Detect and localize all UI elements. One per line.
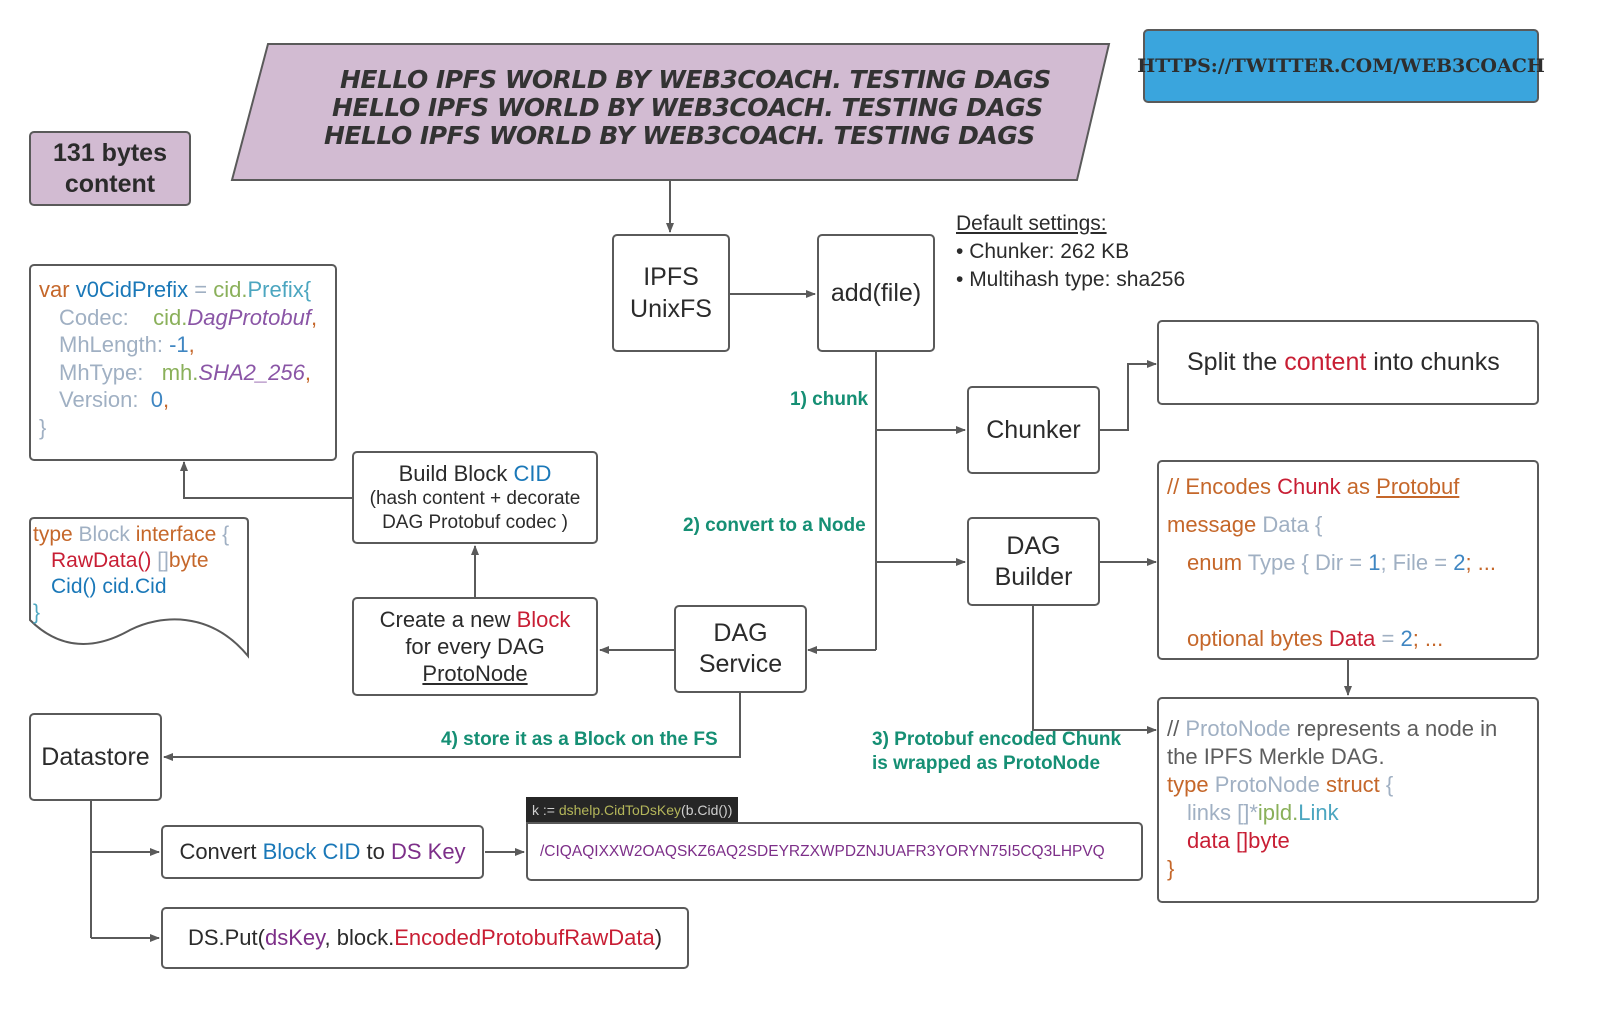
code-line: // ProtoNode represents a node in — [1167, 716, 1498, 741]
node-create-block[interactable]: Create a new Block for every DAG ProtoNo… — [352, 597, 598, 696]
step-label-3: 3) Protobuf encoded Chunk is wrapped as … — [872, 729, 1122, 774]
node-dag-service[interactable]: DAG Service — [674, 605, 807, 693]
banner-line: HELLO IPFS WORLD BY WEB3COACH. TESTING D… — [340, 65, 1051, 94]
ds-key-value: /CIQAQIXXW2OAQSKZ6AQ2SDEYRZXWPDZNJUAFR3Y… — [526, 822, 1143, 881]
code-line: MhLength: -1, — [59, 332, 195, 357]
arrow-chunker-to-split — [1100, 360, 1157, 431]
node-chunker[interactable]: Chunker — [967, 386, 1100, 474]
code-line: links []*ipld.Link — [1187, 800, 1339, 825]
node-label: ProtoNode — [422, 661, 528, 686]
node-label: (hash content + decorate — [369, 488, 581, 509]
twitter-link-label: HTTPS://TWITTER.COM/WEB3COACH — [1137, 55, 1545, 77]
default-settings-title: Default settings: — [956, 212, 1107, 235]
node-label: DAG Protobuf codec ) — [382, 512, 568, 533]
node-label: Convert Block CID to DS Key — [179, 839, 466, 864]
size-badge-line2: content — [64, 169, 156, 198]
code-line: enum Type { Dir = 1; File = 2; ... — [1187, 550, 1497, 575]
twitter-link[interactable]: HTTPS://TWITTER.COM/WEB3COACH — [1137, 29, 1545, 103]
node-label: Service — [698, 650, 783, 678]
node-label: Create a new Block — [379, 607, 571, 632]
code-line: Version: 0, — [59, 387, 170, 412]
banner-shape — [230, 43, 1111, 181]
ds-key-text: /CIQAQIXXW2OAQSKZ6AQ2SDEYRZXWPDZNJUAFR3Y… — [540, 842, 1105, 860]
code-line: Cid() cid.Cid — [51, 575, 167, 598]
node-label: add(file) — [830, 278, 922, 307]
node-label: Build Block CID — [398, 461, 552, 486]
code-line: message Data { — [1167, 512, 1323, 537]
banner: HELLO IPFS WORLD BY WEB3COACH. TESTING D… — [300, 66, 1060, 150]
code-cid-prefix: var v0CidPrefix = cid.Prefix{ Codec: cid… — [29, 264, 337, 461]
step-label-2: 2) convert to a Node — [683, 515, 866, 536]
code-block-interface: type Block interface { RawData() []byte … — [33, 522, 229, 626]
default-settings-item: • Chunker: 262 KB — [956, 240, 1130, 263]
default-settings: Default settings: • Chunker: 262 KB • Mu… — [956, 210, 1185, 294]
step-label-1: 1) chunk — [790, 389, 869, 410]
node-build-block-cid[interactable]: Build Block CID (hash content + decorate… — [352, 451, 598, 544]
code-line: // Encodes Chunk as Protobuf — [1167, 474, 1460, 499]
arrow-service-to-datastore — [163, 693, 741, 761]
code-line: } — [33, 601, 41, 624]
ds-key-code-tab: k := dshelp.CidToDsKey(b.Cid()) — [526, 797, 739, 823]
node-dag-builder[interactable]: DAG Builder — [967, 517, 1100, 606]
node-label: IPFS — [643, 263, 699, 291]
block-doc-shape — [29, 517, 249, 659]
arrow-builder-to-protonode — [1032, 606, 1157, 734]
node-label: DAG — [1006, 531, 1061, 560]
banner-line: HELLO IPFS WORLD BY WEB3COACH. TESTING D… — [332, 93, 1043, 122]
node-ds-put[interactable]: DS.Put(dsKey, block.EncodedProtobufRawDa… — [161, 907, 689, 969]
node-label: UnixFS — [630, 295, 712, 323]
arrow-build-to-prefix — [180, 461, 352, 499]
size-badge-line1: 131 bytes — [53, 138, 167, 167]
node-label: Chunker — [986, 415, 1081, 444]
node-label: Datastore — [41, 742, 150, 771]
node-label: DS.Put(dsKey, block.EncodedProtobufRawDa… — [187, 925, 663, 950]
code-line: data []byte — [1187, 828, 1290, 853]
node-split-content[interactable]: Split the content into chunks — [1157, 320, 1539, 405]
node-ipfs-unixfs[interactable]: IPFS UnixFS — [612, 234, 730, 352]
code-line: optional bytes Data = 2; ... — [1187, 626, 1444, 651]
code-line: the IPFS Merkle DAG. — [1167, 744, 1385, 769]
code-protonode: // ProtoNode represents a node in the IP… — [1157, 697, 1539, 903]
node-label: Split the content into chunks — [1187, 348, 1500, 376]
node-convert-cid[interactable]: Convert Block CID to DS Key — [161, 825, 484, 879]
size-badge: 131 bytes content — [29, 131, 191, 206]
node-label: Builder — [994, 562, 1073, 591]
node-add-file[interactable]: add(file) — [817, 234, 935, 352]
node-label: for every DAG — [405, 634, 545, 659]
code-line: } — [1167, 856, 1175, 881]
code-line: Codec: cid.DagProtobuf, — [59, 304, 318, 330]
default-settings-item: • Multihash type: sha256 — [956, 268, 1186, 291]
code-line: MhType: mh.SHA2_256, — [59, 359, 311, 385]
code-line: RawData() []byte — [51, 549, 209, 572]
code-line: var v0CidPrefix = cid.Prefix{ — [39, 277, 312, 302]
code-line: } — [39, 414, 47, 440]
banner-line: HELLO IPFS WORLD BY WEB3COACH. TESTING D… — [324, 121, 1035, 150]
code-line: type Block interface { — [33, 523, 230, 546]
code-line: type ProtoNode struct { — [1167, 772, 1394, 797]
node-datastore[interactable]: Datastore — [29, 713, 162, 801]
step-label-4: 4) store it as a Block on the FS — [441, 729, 718, 750]
node-label: DAG — [713, 619, 768, 647]
code-protobuf-data: // Encodes Chunk as Protobuf message Dat… — [1157, 460, 1539, 660]
